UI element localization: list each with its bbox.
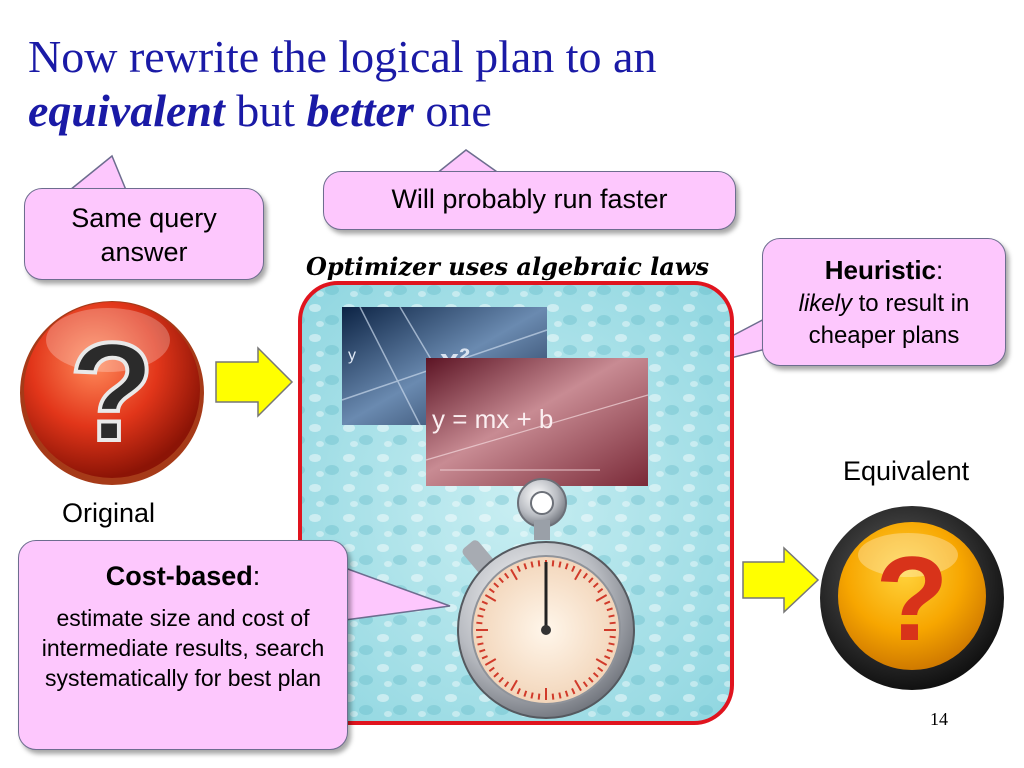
- original-label: Original: [62, 498, 156, 528]
- stopwatch-tick: [606, 648, 613, 653]
- cost-based-colon: :: [252, 561, 261, 591]
- stopwatch-tick: [479, 607, 486, 612]
- stopwatch-tick: [493, 672, 500, 678]
- same-query-callout: Same query answer: [24, 188, 264, 280]
- stopwatch-tick: [530, 561, 534, 568]
- stopwatch-tick: [504, 681, 510, 688]
- stopwatch-tick: [510, 568, 518, 581]
- stopwatch-tick: [608, 614, 615, 618]
- stopwatch-tick: [484, 594, 497, 602]
- stopwatch-tick: [604, 655, 611, 660]
- optimizer-label: Optimizer uses algebraic laws: [306, 252, 710, 281]
- stopwatch-tick: [516, 688, 521, 695]
- equivalent-question-mark: ?: [875, 532, 948, 666]
- title-word-one: one: [425, 85, 492, 136]
- stopwatch-tick: [484, 658, 497, 666]
- stopwatch-tick: [571, 565, 576, 572]
- stopwatch-tick: [558, 692, 562, 699]
- heuristic-callout: Heuristic: likely to result in cheaper p…: [762, 238, 1006, 366]
- stopwatch-tick: [574, 568, 582, 581]
- stopwatch-tick: [523, 563, 528, 570]
- stopwatch-tick: [597, 588, 604, 594]
- stopwatch-tick: [604, 600, 611, 605]
- stopwatch-tick: [592, 582, 599, 588]
- original-question-icon: ?: [20, 301, 204, 485]
- stopwatch-tick: [504, 572, 510, 579]
- stopwatch-tick: [476, 621, 483, 625]
- cost-based-body: estimate size and cost of intermediate r…: [41, 605, 325, 691]
- math-image-equation: y = mx + b: [425, 358, 649, 486]
- title-line-1: Now rewrite the logical plan to an: [28, 31, 657, 82]
- stopwatch-tick: [498, 577, 504, 584]
- same-query-text: Same query answer: [71, 203, 217, 267]
- stopwatch-tick: [597, 666, 604, 672]
- stopwatch-tick: [558, 561, 562, 568]
- stopwatch-tick: [551, 560, 555, 567]
- stopwatch-tick: [537, 560, 541, 567]
- stopwatch-tick: [564, 563, 569, 570]
- same-query-callout-tail: [67, 154, 128, 191]
- stopwatch-tick: [510, 679, 518, 692]
- stopwatch-tick: [609, 635, 616, 639]
- stopwatch-tick: [571, 688, 576, 695]
- stopwatch-tick: [582, 572, 588, 579]
- stopwatch-tick: [595, 594, 608, 602]
- original-question-mark: ?: [69, 313, 155, 470]
- stopwatch-tick: [479, 648, 486, 653]
- stopwatch-tick: [537, 693, 541, 700]
- stopwatch-tick: [523, 690, 528, 697]
- faster-callout: Will probably run faster: [323, 171, 736, 230]
- title-word-but: but: [236, 85, 296, 136]
- stopwatch-tick: [530, 692, 534, 699]
- arrow-right-to-optimizer: [215, 346, 294, 418]
- arrow-right-to-equivalent: [742, 546, 820, 614]
- math-equation-text: y = mx + b: [432, 404, 553, 434]
- stopwatch-tick: [477, 614, 484, 618]
- cost-based-callout: Cost-based: estimate size and cost of in…: [18, 540, 348, 750]
- stopwatch-tick: [488, 666, 495, 672]
- stopwatch-tick: [498, 676, 504, 683]
- stopwatch-tick: [592, 672, 599, 678]
- heuristic-title: Heuristic: [824, 255, 937, 285]
- stopwatch-tick: [481, 600, 488, 605]
- faster-text: Will probably run faster: [391, 184, 668, 214]
- slide-title: Now rewrite the logical plan to an equiv…: [28, 30, 1008, 138]
- stopwatch-tick: [588, 676, 594, 683]
- equivalent-question-icon: ?: [820, 506, 1004, 690]
- page-number: 14: [930, 709, 948, 729]
- stopwatch-tick: [608, 642, 615, 646]
- stopwatch-tick: [574, 679, 582, 692]
- stopwatch-tick: [516, 565, 521, 572]
- stopwatch-tick: [476, 635, 483, 639]
- equivalent-label: Equivalent: [843, 456, 970, 486]
- stopwatch-tick: [477, 642, 484, 646]
- stopwatch-tick: [588, 577, 594, 584]
- heuristic-rest: to result in cheaper plans: [808, 290, 970, 349]
- stopwatch-tick: [493, 582, 500, 588]
- stopwatch-icon: [457, 478, 635, 719]
- svg-text:y: y: [348, 347, 356, 364]
- heuristic-colon: :: [936, 255, 944, 285]
- title-emphasis-equivalent: equivalent: [28, 85, 225, 136]
- cost-based-title: Cost-based: [105, 561, 253, 591]
- stopwatch-tick: [551, 693, 555, 700]
- title-emphasis-better: better: [306, 85, 414, 136]
- stopwatch-tick: [606, 607, 613, 612]
- stopwatch-tick: [564, 690, 569, 697]
- stopwatch-tick: [488, 588, 495, 594]
- stopwatch-tick: [582, 681, 588, 688]
- heuristic-likely: likely: [798, 290, 852, 317]
- stopwatch-tick: [609, 621, 616, 625]
- stopwatch-tick: [481, 655, 488, 660]
- stopwatch-tick: [595, 658, 608, 666]
